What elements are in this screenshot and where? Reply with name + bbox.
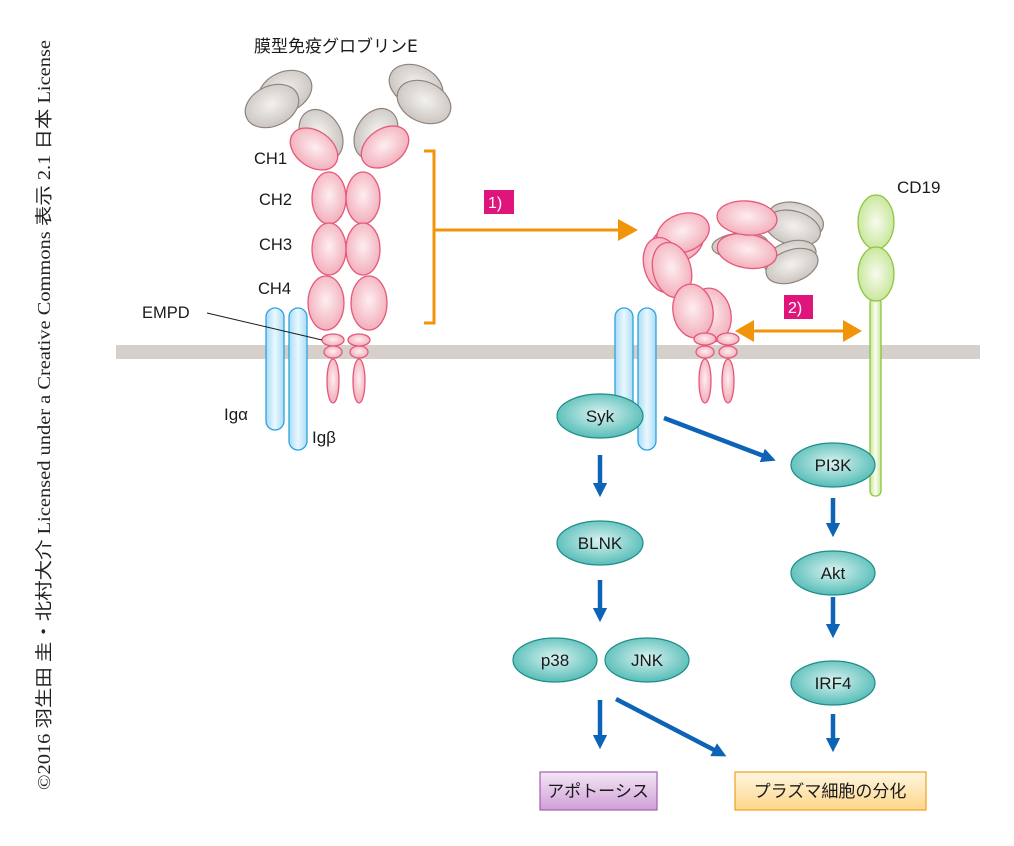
cd19-domain-bottom: [857, 246, 895, 302]
membrane-ige-left: [206, 63, 452, 451]
node-p38-label: p38: [541, 651, 569, 670]
step-1-label: 1): [488, 195, 502, 212]
ige-title: 膜型免疫グロブリンE: [254, 36, 418, 57]
outcome-plasma-cell: プラズマ細胞の分化: [734, 771, 927, 811]
node-jnk: JNK: [604, 637, 690, 683]
node-irf4: IRF4: [790, 660, 876, 706]
step-2-label: 2): [788, 300, 802, 317]
step-1-badge: [484, 190, 514, 214]
node-syk: Syk: [556, 393, 644, 439]
ig-beta-label: Igβ: [312, 428, 336, 447]
node-syk-label: Syk: [586, 407, 615, 426]
cell-membrane: [116, 345, 980, 359]
empd-left-top: [321, 333, 345, 347]
cd19-label: CD19: [897, 178, 940, 197]
empd-left-mid: [323, 345, 343, 359]
ch2-left: [311, 171, 347, 225]
node-pi3k-label: PI3K: [815, 456, 853, 475]
node-jnk-label: JNK: [631, 651, 664, 670]
ig-beta-bar: [288, 307, 308, 451]
ch1-left: [289, 127, 339, 171]
signal-arrows: [592, 415, 841, 757]
cd19-domain-top: [857, 194, 895, 250]
node-blnk: BLNK: [556, 520, 644, 566]
node-akt: Akt: [790, 550, 876, 596]
arrow-syk-pi3k: [663, 415, 776, 463]
node-irf4-label: IRF4: [815, 674, 852, 693]
ch4-right: [350, 275, 388, 331]
node-blnk-label: BLNK: [578, 534, 623, 553]
outcome-apoptosis: アポトーシス: [539, 771, 658, 811]
cd19-receptor: [857, 194, 895, 497]
arrow-mapk-plasma: [614, 697, 727, 757]
ch4-label: CH4: [258, 280, 291, 298]
node-p38: p38: [512, 637, 598, 683]
empd-right-top: [347, 333, 371, 347]
ch3-left: [311, 222, 347, 276]
step-1-arrow: [424, 149, 638, 325]
heavy-chains: [289, 125, 410, 404]
empd-label: EMPD: [142, 304, 190, 322]
outcome-apoptosis-label: アポトーシス: [547, 782, 649, 802]
empd-right-mid: [349, 345, 369, 359]
copyright-notice: ©2016 羽生田 圭・北村大介 Licensed under a Creati…: [34, 40, 54, 790]
ig-alpha-bar: [265, 307, 285, 431]
ch2-right: [345, 171, 381, 225]
tm-right: [352, 358, 366, 404]
node-pi3k: PI3K: [790, 442, 876, 488]
bent-heavy-chains: [642, 200, 778, 404]
ig-beta-bar-right: [637, 307, 657, 451]
ch3-label: CH3: [259, 236, 292, 254]
ig-alpha-label: Igα: [224, 405, 248, 424]
ch2-label: CH2: [259, 191, 292, 209]
empd-pointer-line: [206, 312, 323, 341]
step-2-arrow: [735, 320, 862, 342]
node-akt-label: Akt: [821, 564, 846, 583]
ch1-right: [360, 125, 410, 169]
ch4-left: [307, 275, 345, 331]
membrane-ige-bent: [614, 200, 825, 451]
ch3-right: [345, 222, 381, 276]
tm-left: [326, 358, 340, 404]
outcome-plasma-label: プラズマ細胞の分化: [754, 782, 907, 802]
ch1-label: CH1: [254, 150, 287, 168]
step-2-badge: [784, 295, 813, 319]
